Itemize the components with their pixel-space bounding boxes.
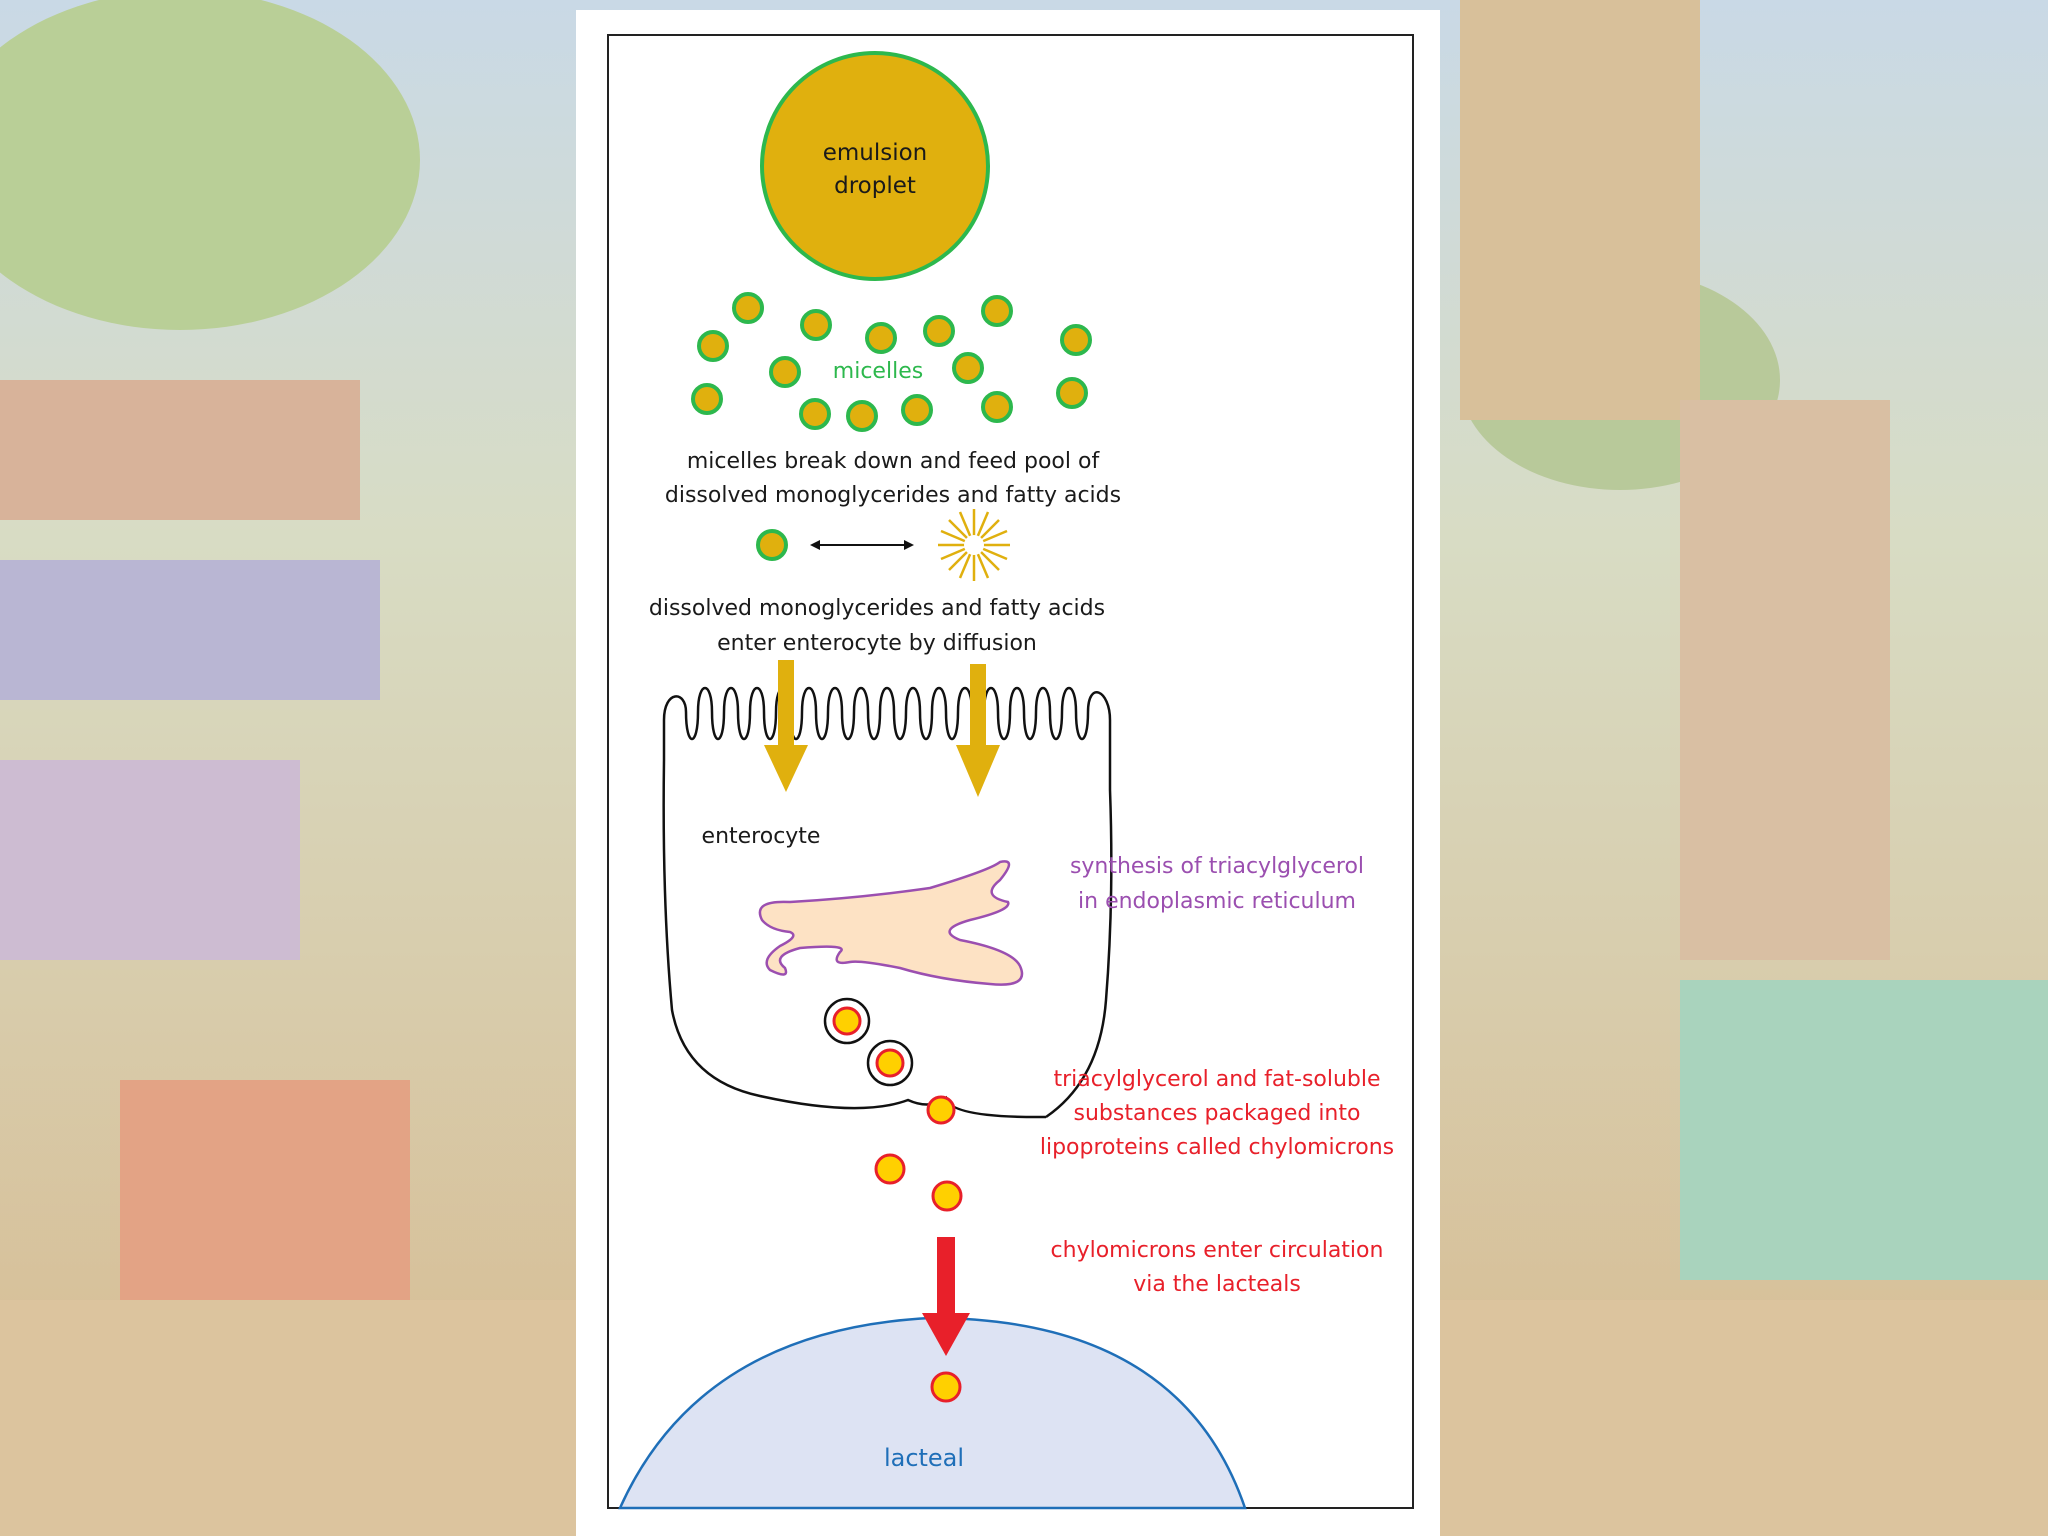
package-text-line2: substances packaged into [1074,1101,1361,1126]
circulation-arrow [922,1237,970,1356]
micelle [923,315,955,347]
chylomicron-vesicle [823,997,871,1045]
enterocyte-membrane [662,687,1113,1119]
breakdown-text-line1: micelles break down and feed pool of [687,449,1101,474]
micelle [769,356,801,388]
emulsion-label-line2: droplet [834,173,916,199]
chylomicron-vesicle [866,1039,914,1087]
endoplasmic-reticulum [758,860,1024,986]
emulsion-droplet: emulsion droplet [760,51,990,281]
micelle-single [756,529,788,561]
micelle [800,309,832,341]
micelle [952,352,984,384]
red-book [120,1080,410,1340]
micelle [865,322,897,354]
green-book [1680,980,2048,1280]
package-text-line1: triacylglycerol and fat-soluble [1053,1067,1380,1092]
chylomicron [874,1153,906,1185]
book-stack-2 [0,560,380,700]
diffusion-text-line1: dissolved monoglycerides and fatty acids [649,596,1105,621]
micelle [981,391,1013,423]
micelle [901,394,933,426]
micelle [799,398,831,430]
micelle [732,292,764,324]
tree-stump [1680,400,1890,960]
micelle [1056,377,1088,409]
enterocyte-label: enterocyte [702,824,821,849]
emulsion-label-line1: emulsion [823,140,928,166]
diffusion-arrow-right [956,664,1000,797]
micelles-cluster [691,292,1092,432]
micelles-label: micelles [833,359,923,384]
micelle [846,400,878,432]
book-stack-3 [0,760,300,960]
er-text-line2: in endoplasmic reticulum [1078,889,1356,914]
chylomicron [931,1180,963,1212]
diffusion-arrow-left [764,660,808,792]
diagram-frame [607,34,1414,1509]
chylomicron-exocytosis [926,1095,956,1125]
circulation-text-line1: chylomicrons enter circulation [1051,1238,1384,1263]
circulation-text-line2: via the lacteals [1133,1272,1301,1297]
diffusion-text-line2: enter enterocyte by diffusion [717,631,1037,656]
package-text-line3: lipoproteins called chylomicrons [1040,1135,1394,1160]
micelle [1060,324,1092,356]
breakdown-text-line2: dissolved monoglycerides and fatty acids [665,483,1121,508]
micelle [697,330,729,362]
micelle [691,383,723,415]
tree-trunk [1460,0,1700,420]
dissolved-lipid-burst [938,509,1010,581]
er-text-line1: synthesis of triacylglycerol [1070,854,1364,879]
micelle [981,295,1013,327]
tree-foliage-left [0,0,420,330]
chylomicron-in-lacteal [930,1371,962,1403]
lacteal-label: lacteal [884,1444,964,1472]
book-stack-1 [0,380,360,520]
